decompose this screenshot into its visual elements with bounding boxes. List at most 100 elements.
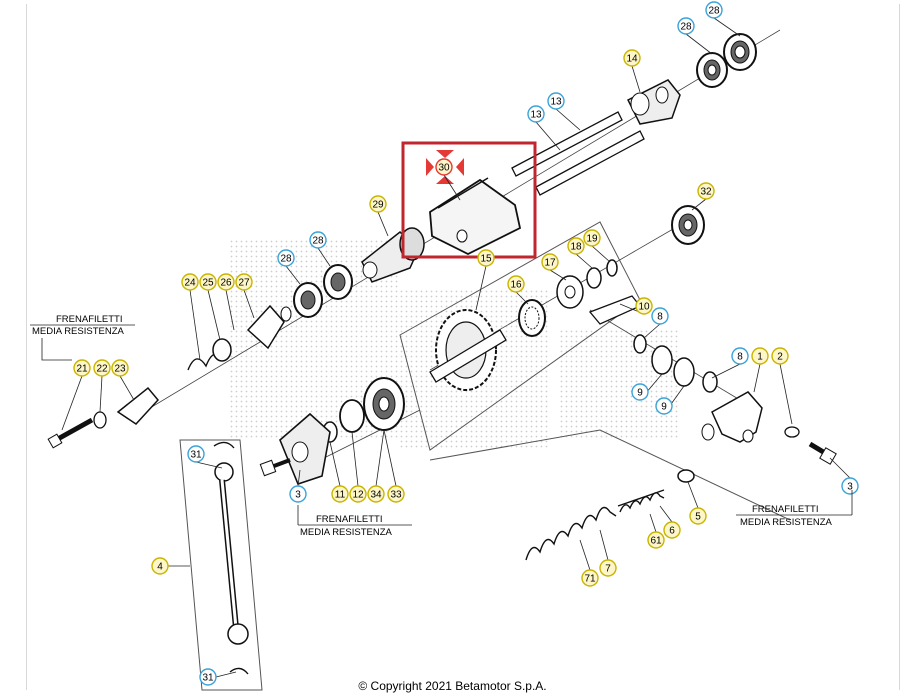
callout-part-3[interactable]: 3 — [289, 485, 307, 503]
callout-part-17[interactable]: 17 — [541, 253, 559, 271]
shift-drum-29[interactable] — [361, 227, 425, 283]
bearing-33[interactable] — [363, 377, 405, 431]
callout-part-24[interactable]: 24 — [181, 273, 199, 291]
bearing-28-second[interactable] — [696, 52, 728, 88]
circlip-31-top[interactable] — [213, 441, 235, 449]
callout-part-28[interactable]: 28 — [277, 249, 295, 267]
ratchet-27[interactable] — [246, 304, 285, 350]
callout-part-21[interactable]: 21 — [73, 359, 91, 377]
bolt-3-right[interactable] — [808, 441, 837, 465]
callout-label: 31 — [190, 450, 202, 461]
callout-part-19[interactable]: 19 — [583, 229, 601, 247]
callout-label: 28 — [280, 254, 292, 265]
bolt-21[interactable] — [47, 417, 94, 449]
callout-part-30[interactable]: 30 — [435, 158, 453, 176]
callout-part-31[interactable]: 31 — [199, 668, 217, 686]
washer-2[interactable] — [784, 426, 800, 438]
callout-part-33[interactable]: 33 — [387, 485, 405, 503]
callout-part-28[interactable]: 28 — [677, 17, 695, 35]
push-rod-4[interactable] — [214, 462, 249, 645]
kickstart-gear-15[interactable] — [429, 309, 507, 391]
washer-small[interactable] — [280, 306, 292, 322]
circlip-19[interactable] — [606, 259, 618, 277]
callout-part-1[interactable]: 1 — [751, 347, 769, 365]
callout-part-6[interactable]: 6 — [663, 521, 681, 539]
callout-part-8[interactable]: 8 — [651, 307, 669, 325]
callout-part-16[interactable]: 16 — [507, 275, 525, 293]
callout-label: 9 — [661, 402, 667, 413]
callout-label: 16 — [510, 280, 522, 291]
circlip-31-bottom[interactable] — [229, 667, 249, 675]
callout-label: 11 — [335, 490, 346, 501]
callout-part-27[interactable]: 27 — [235, 273, 253, 291]
callout-part-12[interactable]: 12 — [349, 485, 367, 503]
callout-part-31[interactable]: 31 — [187, 445, 205, 463]
callout-part-10[interactable]: 10 — [635, 297, 653, 315]
callout-part-71[interactable]: 71 — [581, 569, 599, 587]
spring-6[interactable] — [617, 489, 665, 513]
washer-17[interactable] — [556, 275, 584, 309]
bearing-28-left[interactable] — [293, 282, 323, 318]
needle-bearing-16[interactable] — [518, 299, 546, 337]
kick-lever-1[interactable] — [701, 391, 763, 443]
clutch-cam[interactable] — [279, 412, 331, 485]
kickstart-shaft-10[interactable] — [588, 295, 642, 325]
bearing-32[interactable] — [671, 205, 705, 245]
callout-part-18[interactable]: 18 — [567, 237, 585, 255]
fork-rod-13[interactable] — [511, 111, 645, 196]
callout-part-9[interactable]: 9 — [631, 383, 649, 401]
callout-label: 14 — [626, 54, 638, 65]
bolt-3-center[interactable] — [259, 458, 291, 477]
washer-8[interactable] — [702, 371, 718, 393]
callout-label: 8 — [657, 312, 663, 323]
note-center-line2: MEDIA RESISTENZA — [300, 527, 393, 538]
callout-part-25[interactable]: 25 — [199, 273, 217, 291]
spring-guide-5[interactable] — [677, 469, 695, 483]
callout-part-26[interactable]: 26 — [217, 273, 235, 291]
callout-label: 3 — [295, 490, 301, 501]
washer-8-left[interactable] — [633, 334, 647, 354]
callout-part-3[interactable]: 3 — [841, 477, 859, 495]
callout-part-29[interactable]: 29 — [369, 195, 387, 213]
note-left-line1: FRENAFILETTI — [56, 314, 123, 325]
callout-label: 34 — [370, 490, 382, 501]
callout-part-61[interactable]: 61 — [647, 531, 665, 549]
callout-part-5[interactable]: 5 — [689, 507, 707, 525]
callout-part-9[interactable]: 9 — [655, 397, 673, 415]
callout-part-15[interactable]: 15 — [477, 249, 495, 267]
shift-drum-bracket-30[interactable] — [429, 177, 522, 256]
callout-label: 12 — [352, 490, 364, 501]
callout-part-22[interactable]: 22 — [93, 359, 111, 377]
callout-label: 10 — [638, 302, 650, 313]
lever-23[interactable] — [116, 386, 159, 425]
callout-part-34[interactable]: 34 — [367, 485, 385, 503]
callout-label: 22 — [96, 364, 108, 375]
callout-part-32[interactable]: 32 — [697, 182, 715, 200]
callout-part-8[interactable]: 8 — [731, 347, 749, 365]
callout-label: 28 — [312, 236, 324, 247]
bearing-34[interactable] — [339, 399, 365, 433]
washer-22[interactable] — [93, 411, 107, 429]
callout-part-11[interactable]: 11 — [331, 485, 349, 503]
callout-part-14[interactable]: 14 — [623, 49, 641, 67]
selected-part-marker — [426, 150, 464, 184]
callout-part-28[interactable]: 28 — [309, 231, 327, 249]
callout-part-13[interactable]: 13 — [527, 105, 545, 123]
callout-part-4[interactable]: 4 — [151, 557, 169, 575]
callout-label: 33 — [390, 490, 402, 501]
spring-7[interactable] — [525, 506, 617, 561]
callout-part-2[interactable]: 2 — [771, 347, 789, 365]
callout-leader-lines — [61, 17, 851, 678]
callout-part-13[interactable]: 13 — [547, 92, 565, 110]
shift-fork-14[interactable] — [626, 79, 681, 125]
bearing-25[interactable] — [212, 338, 232, 362]
bearing-28-top[interactable] — [723, 33, 757, 71]
note-center-line1: FRENAFILETTI — [316, 514, 383, 525]
callout-part-28[interactable]: 28 — [705, 1, 723, 19]
callout-label: 28 — [708, 6, 720, 17]
callout-part-23[interactable]: 23 — [111, 359, 129, 377]
callout-label: 13 — [530, 110, 542, 121]
bearing-28-mid[interactable] — [323, 264, 353, 300]
spacer-18[interactable] — [586, 267, 602, 289]
callout-part-7[interactable]: 7 — [599, 559, 617, 577]
